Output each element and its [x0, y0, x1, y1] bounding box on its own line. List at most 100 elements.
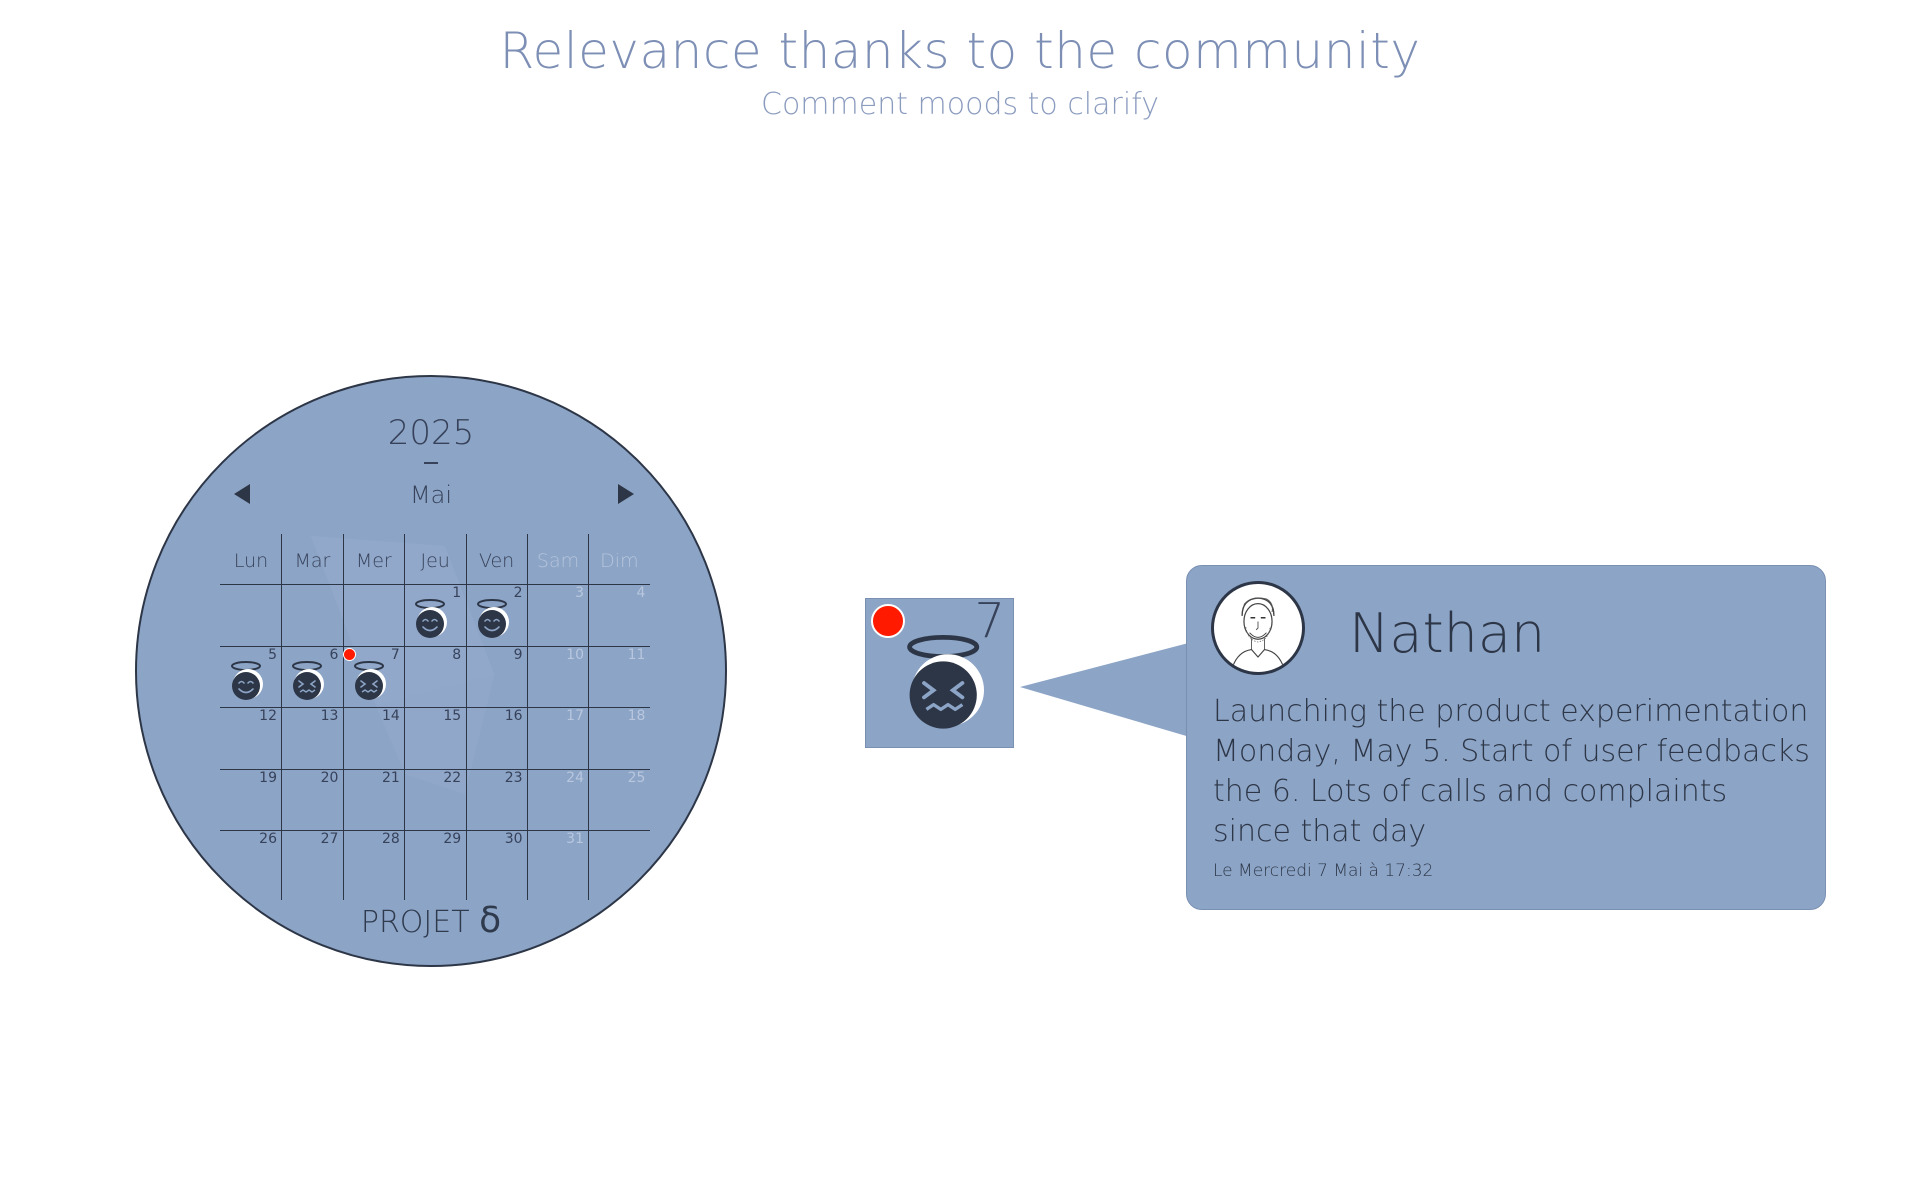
day-number: 26 — [259, 831, 277, 847]
alert-dot — [342, 647, 356, 661]
calendar-day[interactable]: 20 — [281, 769, 342, 830]
day-number: 28 — [381, 831, 400, 847]
calendar-day[interactable]: 27 — [281, 830, 342, 891]
grid-row-line — [220, 646, 650, 647]
prev-month-icon[interactable] — [234, 484, 250, 504]
day-number: 21 — [381, 769, 400, 786]
day-number: 16 — [504, 708, 523, 724]
day-number: 27 — [320, 831, 339, 847]
day-number: 15 — [443, 708, 462, 724]
calendar-day[interactable]: 21 — [343, 769, 404, 830]
day-number: 1 — [452, 585, 462, 601]
speech-bubble-tail — [1020, 640, 1200, 740]
grid-column-line — [343, 534, 344, 900]
page-title: Relevance thanks to the community — [499, 22, 1421, 80]
calendar-day[interactable]: 11 — [588, 646, 649, 707]
calendar-day[interactable]: 2 — [466, 584, 527, 645]
grid-column-line — [527, 534, 528, 900]
calendar-day[interactable]: 14 — [343, 707, 404, 768]
user-portrait-icon — [1232, 597, 1284, 667]
calendar-day[interactable]: 29 — [404, 830, 465, 891]
day-number: 3 — [575, 585, 584, 601]
calendar-day[interactable]: 13 — [281, 707, 342, 768]
calendar-day[interactable]: 28 — [343, 830, 404, 891]
grid-row-line — [220, 830, 650, 831]
calendar-day[interactable]: 23 — [466, 769, 527, 830]
stressed-mood-icon — [907, 635, 984, 729]
calendar-day[interactable]: 12 — [220, 707, 281, 768]
day-number: 20 — [320, 769, 339, 786]
project-label: PROJET δ — [137, 900, 725, 941]
weekday-mer: Mer — [355, 550, 392, 572]
day-number: 30 — [504, 831, 523, 847]
calendar-day[interactable]: 31 — [527, 830, 588, 891]
calendar-day[interactable]: 10 — [527, 646, 588, 707]
stressed-mood-icon — [292, 660, 325, 700]
calendar-day[interactable]: 6 — [281, 646, 342, 707]
calendar-day[interactable]: 22 — [404, 769, 465, 830]
day-number: 7 — [390, 646, 400, 663]
calendar-year: 2025 — [387, 413, 475, 453]
day-number: 29 — [443, 831, 462, 847]
weekday-ven: Ven — [478, 550, 515, 572]
day-number: 5 — [268, 646, 277, 663]
calendar-day[interactable]: 17 — [527, 707, 588, 768]
day-number: 8 — [452, 646, 462, 663]
year-divider — [424, 462, 438, 464]
calendar-day[interactable]: 8 — [404, 646, 465, 707]
calendar-day[interactable]: 5 — [220, 646, 281, 707]
project-symbol: δ — [479, 900, 502, 941]
grid-column-line — [281, 534, 282, 900]
happy-mood-icon — [231, 660, 263, 700]
day-number: 31 — [566, 831, 584, 847]
calendar-day[interactable]: 9 — [466, 646, 527, 707]
happy-mood-icon — [415, 599, 448, 638]
calendar-day[interactable]: 25 — [588, 769, 649, 830]
day-number: 10 — [566, 646, 584, 663]
grid-column-line — [404, 534, 405, 900]
day-number: 6 — [329, 646, 339, 663]
calendar-day[interactable]: 3 — [527, 584, 588, 645]
day-number: 17 — [566, 708, 584, 724]
comment-timestamp: Le Mercredi 7 Mai à 17:32 — [1213, 861, 1434, 881]
day-number: 4 — [636, 585, 646, 601]
calendar-day[interactable]: 1 — [404, 584, 465, 645]
avatar[interactable] — [1211, 581, 1305, 675]
grid-row-line — [220, 584, 650, 585]
selected-day-number: 7 — [974, 598, 1005, 649]
alert-dot — [871, 604, 905, 638]
grid-row-line — [220, 707, 650, 708]
grid-column-line — [466, 534, 467, 900]
comment-bubble: Nathan Launching the product experimenta… — [1186, 565, 1826, 910]
day-number: 22 — [443, 769, 462, 786]
day-number: 11 — [627, 646, 646, 663]
calendar-day[interactable]: 30 — [466, 830, 527, 891]
project-name: PROJET — [360, 905, 470, 940]
stressed-mood-icon — [353, 660, 386, 700]
calendar-day[interactable]: 18 — [588, 707, 649, 768]
weekday-lun: Lun — [233, 550, 269, 572]
weekday-sam: Sam — [536, 550, 580, 572]
day-number: 2 — [513, 585, 523, 601]
day-number: 12 — [259, 708, 277, 724]
next-month-icon[interactable] — [618, 484, 634, 504]
selected-day-tile[interactable]: 7 — [865, 598, 1014, 748]
calendar-day[interactable]: 16 — [466, 707, 527, 768]
weekday-mar: Mar — [294, 550, 331, 572]
calendar-day[interactable]: 26 — [220, 830, 281, 891]
weekday-dim: Dim — [600, 550, 639, 572]
calendar-day[interactable]: 24 — [527, 769, 588, 830]
day-number: 23 — [504, 769, 523, 786]
day-number: 18 — [627, 708, 646, 724]
calendar-day[interactable]: 15 — [404, 707, 465, 768]
day-number: 19 — [259, 769, 277, 786]
day-number: 24 — [566, 769, 584, 786]
grid-row-line — [220, 769, 650, 770]
calendar-day[interactable]: 7 — [342, 646, 404, 707]
weekday-jeu: Jeu — [420, 550, 450, 572]
page-subtitle: Comment moods to clarify — [761, 87, 1159, 122]
happy-mood-icon — [476, 599, 509, 638]
calendar-day[interactable]: 19 — [220, 769, 281, 830]
calendar-day[interactable]: 4 — [588, 584, 649, 645]
